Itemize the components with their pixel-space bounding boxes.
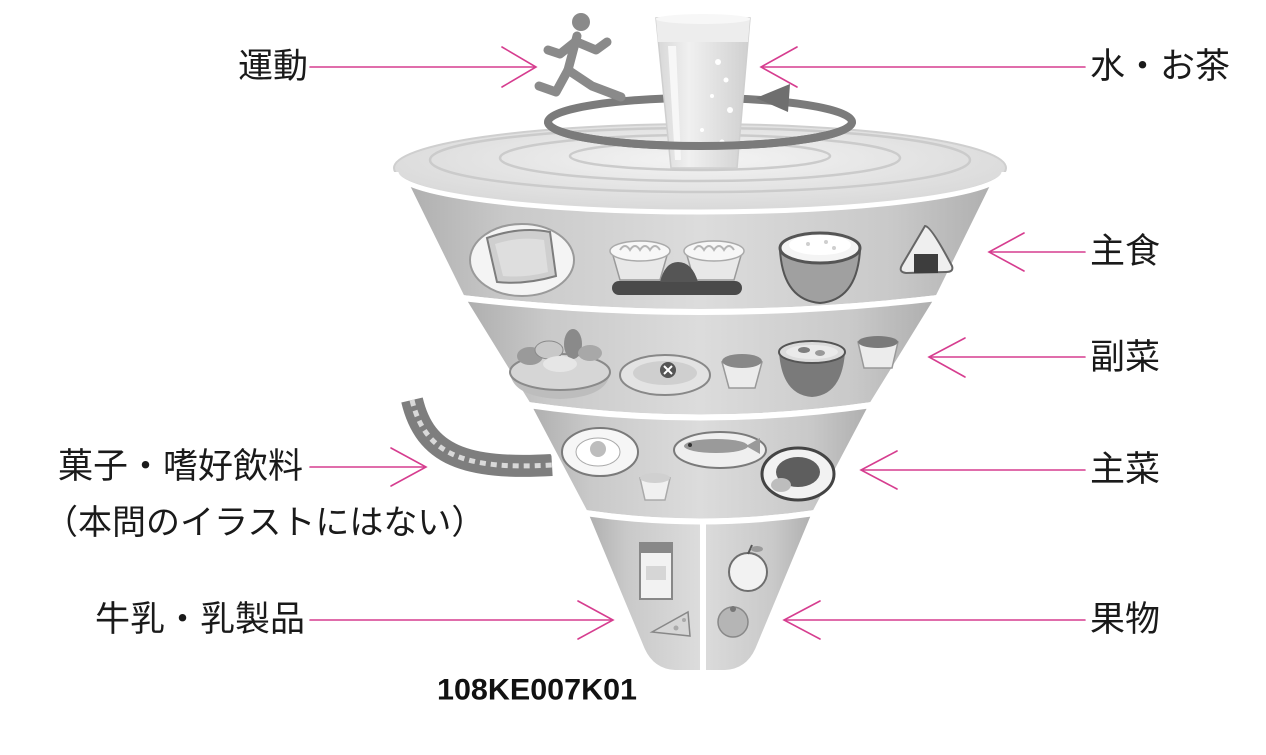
label-water-tea: 水・お茶 <box>1090 47 1230 87</box>
small-side-cup-illustration <box>721 354 763 389</box>
bread-illustration <box>469 223 575 297</box>
milk-glass-illustration <box>639 542 673 600</box>
cheese-illustration <box>649 610 691 637</box>
label-snacks-beverages: 菓子・嗜好飲料 <box>58 447 303 487</box>
rotation-arrow-front <box>544 84 856 150</box>
small-side-bowl-illustration <box>857 336 899 369</box>
grilled-fish-illustration <box>673 431 767 469</box>
meat-dish-illustration <box>760 446 836 502</box>
dairy-arrow <box>309 600 615 640</box>
label-main-dish: 主菜 <box>1090 450 1160 490</box>
water-tea-arrow <box>759 46 1086 88</box>
label-staple-food: 主食 <box>1090 232 1160 272</box>
main-dish-arrow <box>859 450 1086 490</box>
rotation-arrowhead-icon <box>756 84 790 112</box>
apple-illustration <box>728 544 768 592</box>
label-dairy: 牛乳・乳製品 <box>95 600 305 640</box>
fruit-illustration <box>717 606 749 638</box>
salad-illustration <box>509 329 611 399</box>
side-dish-arrow <box>927 337 1086 378</box>
snack-ribbon <box>401 397 553 477</box>
label-snacks-note: （本問のイラストにはない） <box>44 503 485 543</box>
runner-icon <box>534 13 626 102</box>
rice-bowl-illustration <box>778 231 862 305</box>
exercise-arrow <box>309 46 538 88</box>
snacks-beverages-arrow <box>309 447 428 487</box>
fried-egg-illustration <box>561 427 639 477</box>
noodle-bowls-illustration <box>609 240 745 295</box>
label-exercise: 運動 <box>238 47 308 87</box>
label-fruit: 果物 <box>1090 600 1160 640</box>
rice-ball-illustration <box>899 224 954 275</box>
staple-food-arrow <box>987 232 1086 272</box>
vegetable-plate-illustration <box>619 354 711 396</box>
fruit-arrow <box>782 600 1086 640</box>
small-main-cup-illustration <box>639 473 671 501</box>
soup-bowl-illustration <box>778 340 846 397</box>
label-side-dish: 副菜 <box>1090 338 1160 378</box>
figure-code: 108KE007K01 <box>437 674 637 707</box>
